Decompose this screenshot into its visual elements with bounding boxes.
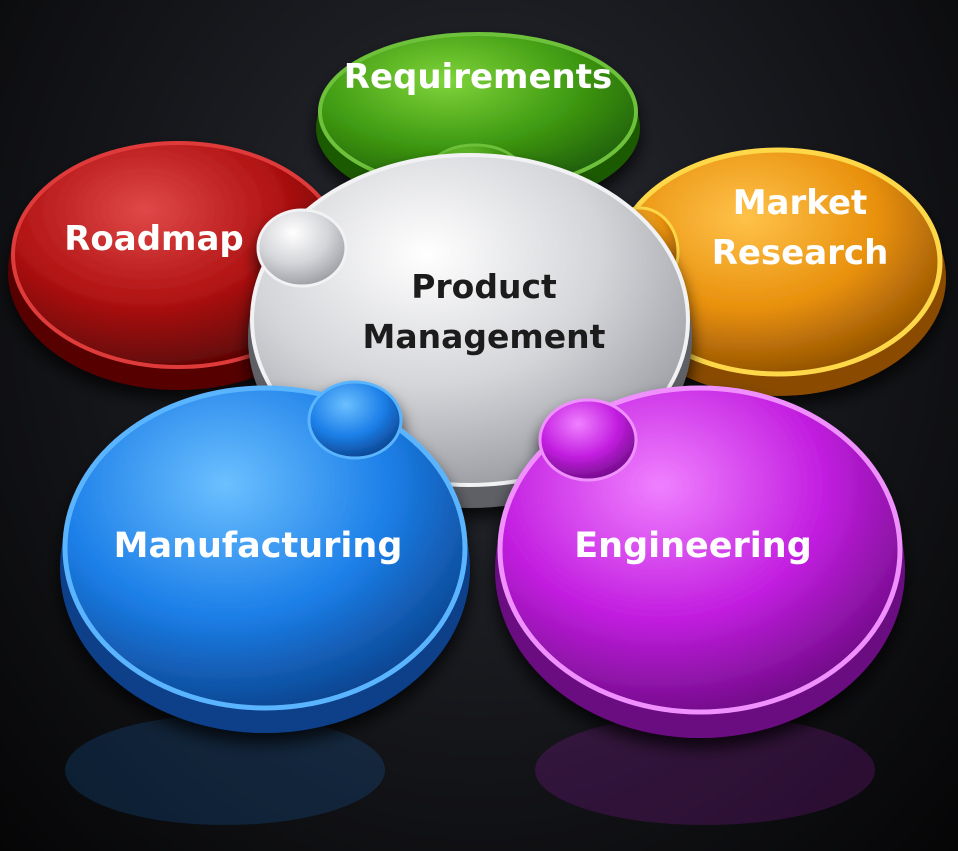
center-label-line1: Product: [411, 267, 557, 306]
requirements-label: Requirements: [344, 57, 612, 97]
engineering-label: Engineering: [574, 526, 812, 566]
center-label-line2: Management: [363, 317, 606, 356]
market-research-label-line2: Research: [712, 233, 889, 273]
floor-reflection: [65, 715, 875, 825]
market-research-label-line1: Market: [733, 183, 868, 223]
roadmap-label: Roadmap: [64, 219, 244, 259]
piece-manufacturing: Manufacturing: [60, 380, 470, 733]
manufacturing-label: Manufacturing: [114, 526, 403, 566]
piece-engineering: Engineering: [495, 385, 905, 738]
